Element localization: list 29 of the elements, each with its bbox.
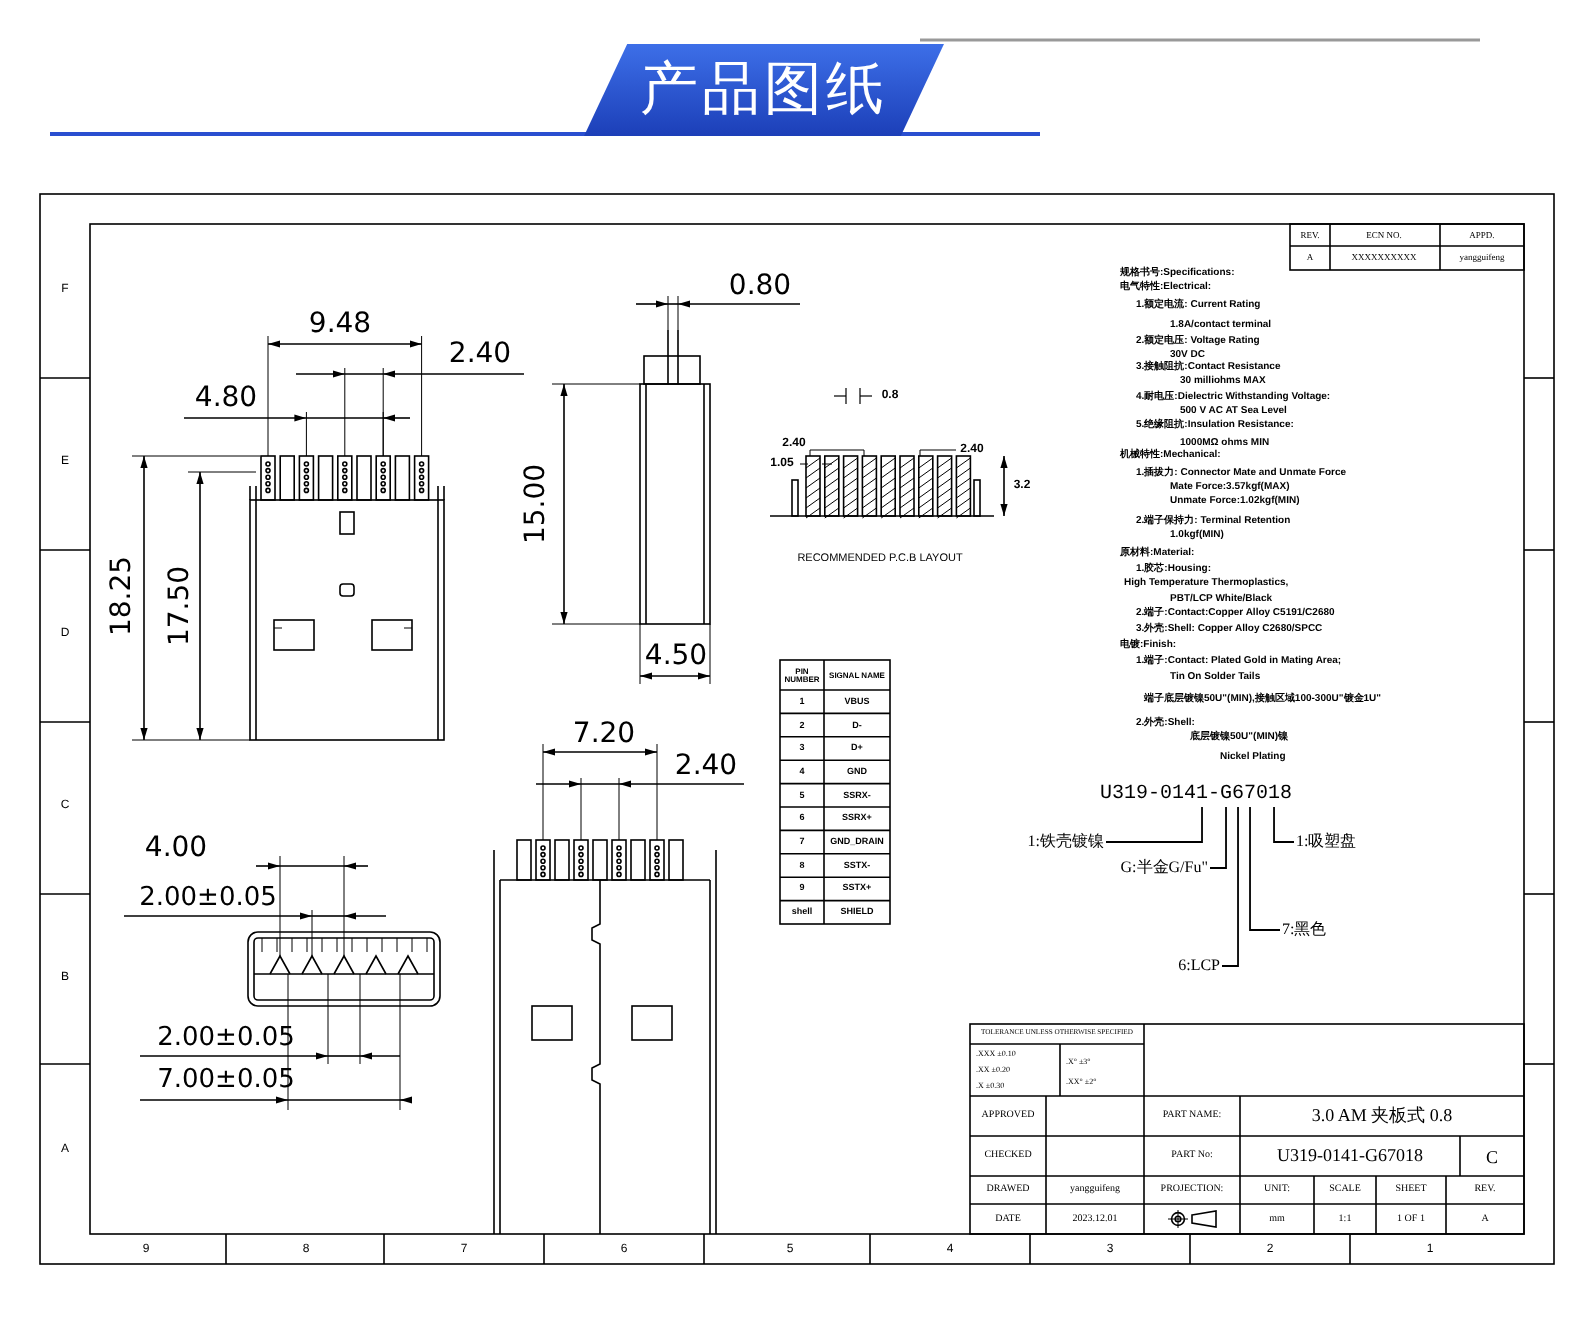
leader-line — [1249, 806, 1281, 931]
dimension-label: 2.40 — [674, 752, 738, 780]
dimension-label: 4.00 — [144, 834, 208, 862]
dimension-label: 17.50 — [166, 565, 194, 647]
leader-label: 1:吸塑盘 — [1296, 834, 1357, 850]
dimension-label: 9.48 — [308, 310, 372, 338]
dimension-label: 4.80 — [194, 384, 258, 412]
dimension-label: 7.00±0.05 — [157, 1067, 295, 1093]
title-block-text: 3.0 AM 夹板式 0.8 — [1311, 1107, 1453, 1125]
leader-label: G:半金G/Fu" — [1120, 860, 1208, 876]
dimension-label: 4.50 — [644, 642, 708, 670]
leader-label: 6:LCP — [1178, 958, 1220, 974]
part-number: U319-0141-G67018 — [1100, 786, 1293, 806]
title-banner: 产品图纸 — [584, 44, 944, 136]
leader-label: 1:铁壳镀镍 — [1027, 834, 1104, 850]
dimension-label: 7.20 — [572, 720, 636, 748]
dimension-label: 0.80 — [728, 272, 792, 300]
leader-label: 7:黑色 — [1282, 922, 1327, 938]
leader-line — [1221, 806, 1239, 967]
dimension-label: 2.40 — [448, 340, 512, 368]
dimension-label: 15.00 — [522, 463, 550, 545]
leader-line — [1209, 806, 1227, 869]
leader-line — [1105, 806, 1203, 843]
dimension-label: 2.00±0.05 — [157, 1025, 295, 1051]
title-block-text: U319-0141-G67018 — [1277, 1147, 1423, 1165]
dimension-label: 18.25 — [108, 555, 136, 637]
title-block-text: C — [1486, 1149, 1498, 1167]
leader-line — [1273, 806, 1295, 843]
dimension-label: 2.00±0.05 — [139, 885, 277, 911]
